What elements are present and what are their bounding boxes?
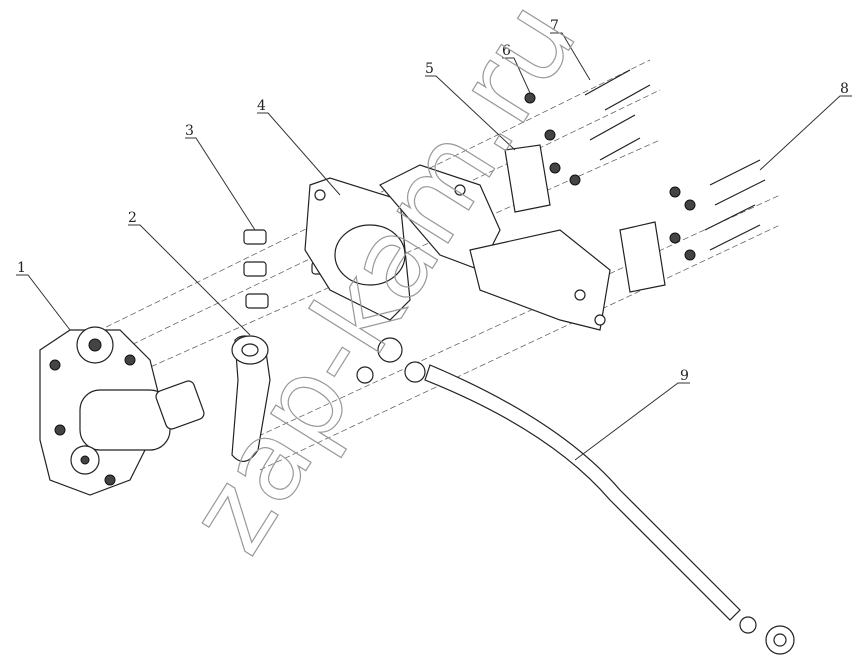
bracket-part-4 bbox=[304, 164, 611, 331]
drag-link-part-9 bbox=[356, 337, 795, 655]
callout-5: 5 bbox=[425, 61, 434, 77]
pitman-arm-part-2 bbox=[231, 335, 271, 462]
spacers-part-5 bbox=[504, 144, 666, 293]
callout-2: 2 bbox=[128, 210, 137, 226]
steering-gear-part-1 bbox=[39, 326, 205, 496]
callout-4: 4 bbox=[257, 98, 266, 114]
callout-6: 6 bbox=[502, 43, 511, 59]
leader-lines bbox=[16, 32, 852, 461]
callout-3: 3 bbox=[185, 123, 194, 139]
callout-9: 9 bbox=[680, 368, 689, 384]
callout-1: 1 bbox=[17, 260, 26, 276]
callout-8: 8 bbox=[840, 81, 849, 97]
callout-7: 7 bbox=[550, 18, 559, 34]
nuts-part-6 bbox=[524, 92, 696, 261]
long-bolts-part-7-8 bbox=[584, 69, 766, 251]
